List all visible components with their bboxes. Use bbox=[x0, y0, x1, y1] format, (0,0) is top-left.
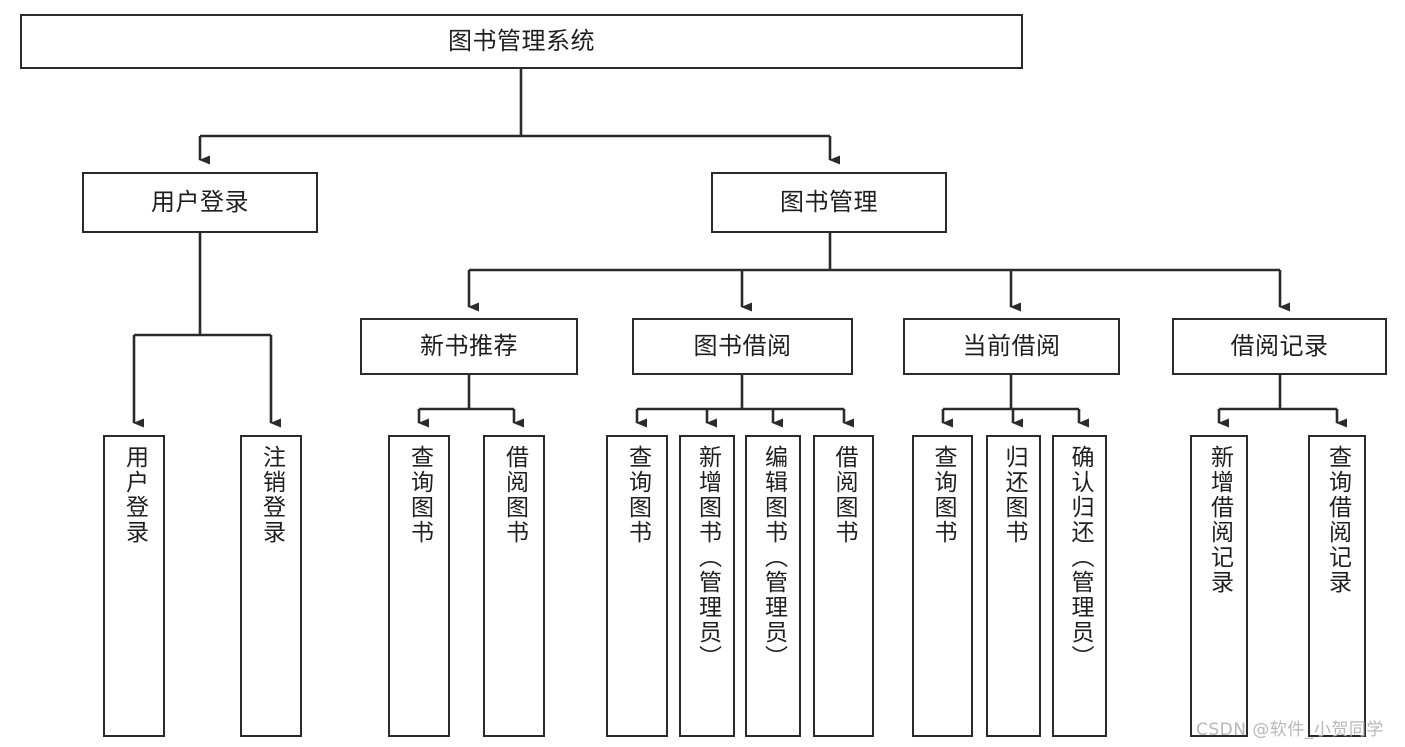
node-leaf-query-book-1[interactable]: 查询图书 bbox=[388, 435, 450, 737]
node-new-book-recommend[interactable]: 新书推荐 bbox=[360, 318, 578, 375]
node-book-manage[interactable]: 图书管理 bbox=[711, 172, 947, 233]
node-leaf-logout-login[interactable]: 注销登录 bbox=[240, 435, 302, 737]
node-book-manage-label: 图书管理 bbox=[780, 187, 878, 216]
node-book-borrow[interactable]: 图书借阅 bbox=[632, 318, 853, 375]
node-leaf-edit-book-label: 编辑图书（管理员） bbox=[760, 445, 787, 670]
node-leaf-confirm-return[interactable]: 确认归还（管理员） bbox=[1052, 435, 1107, 737]
node-leaf-query-book-3-label: 查询图书 bbox=[930, 445, 956, 545]
node-leaf-confirm-return-label: 确认归还（管理员） bbox=[1067, 445, 1093, 670]
node-leaf-query-record[interactable]: 查询借阅记录 bbox=[1308, 435, 1366, 737]
node-new-book-recommend-label: 新书推荐 bbox=[420, 331, 518, 360]
node-leaf-add-record[interactable]: 新增借阅记录 bbox=[1190, 435, 1248, 737]
node-leaf-query-book-1-label: 查询图书 bbox=[406, 445, 433, 545]
node-leaf-borrow-book-2-label: 借阅图书 bbox=[831, 445, 857, 545]
node-user-login[interactable]: 用户登录 bbox=[82, 172, 318, 233]
node-leaf-add-book[interactable]: 新增图书（管理员） bbox=[679, 435, 735, 737]
node-leaf-borrow-book-1[interactable]: 借阅图书 bbox=[483, 435, 545, 737]
node-leaf-user-login-label: 用户登录 bbox=[121, 445, 148, 545]
node-leaf-logout-login-label: 注销登录 bbox=[258, 445, 285, 545]
node-borrow-record[interactable]: 借阅记录 bbox=[1172, 318, 1387, 375]
node-leaf-borrow-book-2[interactable]: 借阅图书 bbox=[813, 435, 874, 737]
node-leaf-return-book[interactable]: 归还图书 bbox=[986, 435, 1041, 737]
node-leaf-query-record-label: 查询借阅记录 bbox=[1324, 445, 1351, 595]
node-borrow-record-label: 借阅记录 bbox=[1230, 331, 1329, 360]
node-user-login-label: 用户登录 bbox=[151, 187, 249, 216]
node-leaf-add-record-label: 新增借阅记录 bbox=[1206, 445, 1233, 595]
node-current-borrow-label: 当前借阅 bbox=[962, 331, 1061, 360]
node-leaf-add-book-label: 新增图书（管理员） bbox=[694, 445, 721, 670]
node-root[interactable]: 图书管理系统 bbox=[20, 14, 1023, 69]
node-leaf-borrow-book-1-label: 借阅图书 bbox=[501, 445, 528, 545]
node-root-label: 图书管理系统 bbox=[448, 26, 595, 55]
node-leaf-query-book-2[interactable]: 查询图书 bbox=[606, 435, 668, 737]
node-leaf-query-book-2-label: 查询图书 bbox=[624, 445, 651, 545]
node-leaf-user-login[interactable]: 用户登录 bbox=[103, 435, 165, 737]
node-leaf-query-book-3[interactable]: 查询图书 bbox=[912, 435, 973, 737]
node-current-borrow[interactable]: 当前借阅 bbox=[903, 318, 1120, 375]
node-leaf-return-book-label: 归还图书 bbox=[1001, 445, 1027, 545]
node-leaf-edit-book[interactable]: 编辑图书（管理员） bbox=[745, 435, 801, 737]
node-book-borrow-label: 图书借阅 bbox=[693, 331, 792, 360]
